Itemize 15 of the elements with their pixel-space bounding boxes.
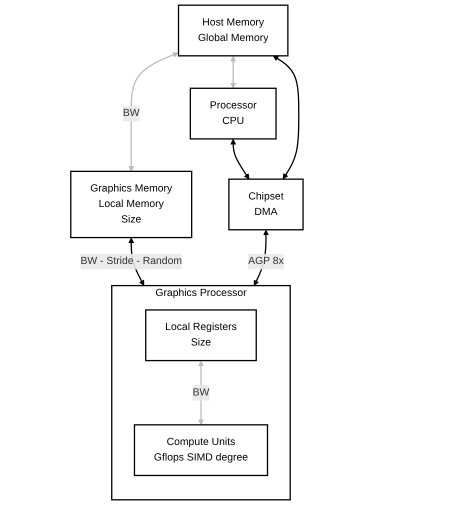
arrow bbox=[198, 360, 204, 426]
edge-label: BW - Stride - Random bbox=[80, 256, 182, 267]
arrow bbox=[272, 56, 300, 180]
arrow bbox=[230, 138, 250, 180]
node-box: Local Registers Size bbox=[145, 309, 257, 362]
edge-label: AGP 8x bbox=[248, 256, 284, 267]
node-box: Chipset DMA bbox=[228, 178, 304, 230]
node-box: Compute Units Gflops SIMD degree bbox=[134, 424, 268, 476]
arrow bbox=[230, 56, 236, 89]
node-box: Processor CPU bbox=[190, 88, 277, 140]
node-box: Graphics Memory Local Memory Size bbox=[70, 170, 192, 238]
edge-label: BW bbox=[192, 386, 210, 398]
arrow bbox=[128, 52, 179, 172]
node-box: Host Memory Global Memory bbox=[178, 4, 289, 56]
edge-label: BW bbox=[122, 108, 140, 119]
